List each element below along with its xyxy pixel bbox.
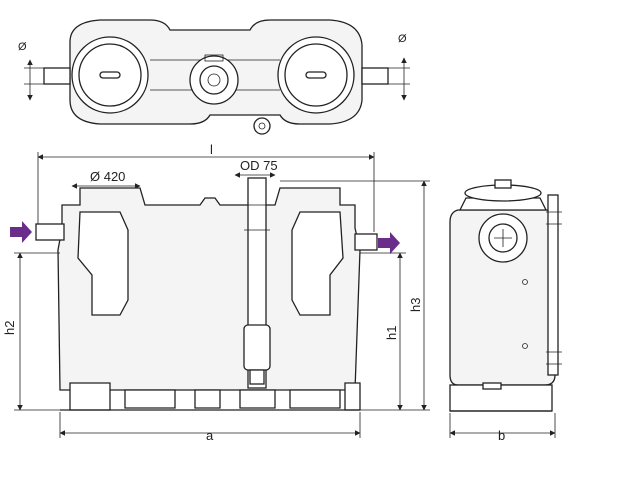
height-h3-label: h3 [408, 298, 423, 312]
top-view: Ø Ø [18, 19, 410, 135]
diameter-right-label: Ø [398, 33, 407, 45]
cover-diameter-label: Ø 420 [90, 169, 125, 184]
height-h2-label: h2 [2, 321, 17, 335]
outlet-arrow-icon [378, 232, 400, 254]
pipe-od-label: OD 75 [240, 158, 278, 173]
inlet-arrow-icon [10, 221, 32, 243]
length-label: l [210, 142, 213, 157]
height-h1-label: h1 [384, 326, 399, 340]
width-a-label: a [206, 428, 214, 443]
end-view: b [449, 179, 562, 443]
side-view: l OD 75 Ø 420 h2 [2, 142, 430, 443]
width-b-label: b [498, 428, 505, 443]
diameter-left-label: Ø [18, 41, 27, 53]
